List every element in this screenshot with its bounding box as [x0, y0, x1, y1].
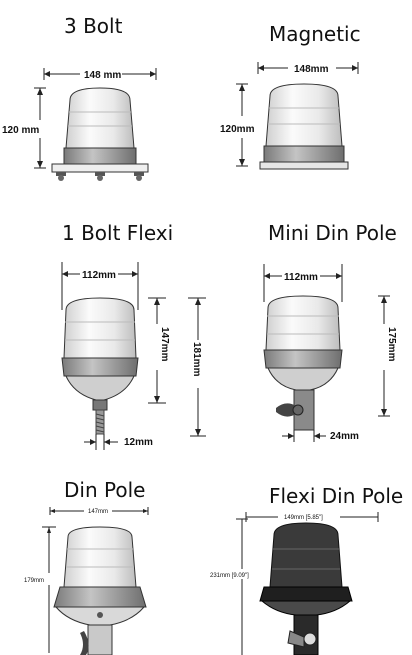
width-label: 149mm [5.85"]: [284, 515, 323, 521]
height-dimension: [34, 87, 46, 169]
height-label: 120mm: [220, 124, 255, 135]
diagram-3-bolt: 148 mm 120 mm: [2, 68, 157, 181]
height-dimension: [236, 83, 248, 167]
height-dimension: [236, 518, 248, 655]
total-height-label: 181mm: [191, 342, 202, 377]
width-dimension: [43, 68, 157, 80]
diagram-mini-din-pole: 112mm 175mm 24mm: [263, 264, 397, 442]
width-dimension: [245, 512, 379, 522]
width-dimension: [49, 507, 149, 515]
height-dimension: [148, 297, 166, 404]
beacon-mini-din-pole: [263, 295, 343, 431]
height-label: 231mm [9.09"]: [210, 573, 249, 579]
width-dimension: [61, 262, 139, 310]
pole-dimension: [282, 430, 326, 442]
height-dimension: [42, 526, 56, 653]
diagram-magnetic: 148mm 120mm: [220, 62, 359, 170]
width-label: 148mm: [294, 64, 329, 75]
beacon-din-pole: [53, 526, 147, 655]
beacon-3-bolt: [51, 87, 149, 181]
width-dimension: [263, 264, 343, 302]
product-title-1-bolt-flexi: 1 Bolt Flexi: [62, 221, 174, 245]
width-dimension: [257, 62, 359, 74]
total-height-dimension: [188, 297, 206, 437]
width-label: 112mm: [82, 270, 116, 281]
product-title-3-bolt: 3 Bolt: [64, 14, 123, 38]
width-label: 148 mm: [84, 70, 121, 81]
diagram-flexi-din-pole: 149mm [5.85"] 231mm [9.09"]: [210, 512, 379, 655]
height-label: 179mm: [24, 578, 44, 584]
pole-label: 24mm: [330, 431, 359, 442]
product-title-din-pole: Din Pole: [64, 478, 146, 502]
height-dimension: [378, 295, 390, 417]
product-title-magnetic: Magnetic: [269, 22, 361, 46]
bolt-label: 12mm: [124, 437, 153, 448]
product-title-flexi-din-pole: Flexi Din Pole: [269, 484, 404, 508]
height-label: 120 mm: [2, 125, 39, 136]
beacon-magnetic: [259, 83, 349, 170]
beacon-1-bolt-flexi: [61, 297, 139, 435]
width-label: 112mm: [284, 272, 318, 283]
diagram-1-bolt-flexi: 112mm 147mm 181mm 12mm: [61, 262, 206, 450]
width-label: 147mm: [88, 509, 108, 515]
diagram-din-pole: 147mm 179mm: [24, 507, 149, 655]
bolt-dimension: [84, 434, 118, 450]
height-label: 147mm: [159, 327, 170, 362]
product-title-mini-din-pole: Mini Din Pole: [268, 221, 397, 245]
height-label: 175mm: [386, 327, 397, 362]
beacon-flexi-din-pole: [259, 522, 353, 655]
